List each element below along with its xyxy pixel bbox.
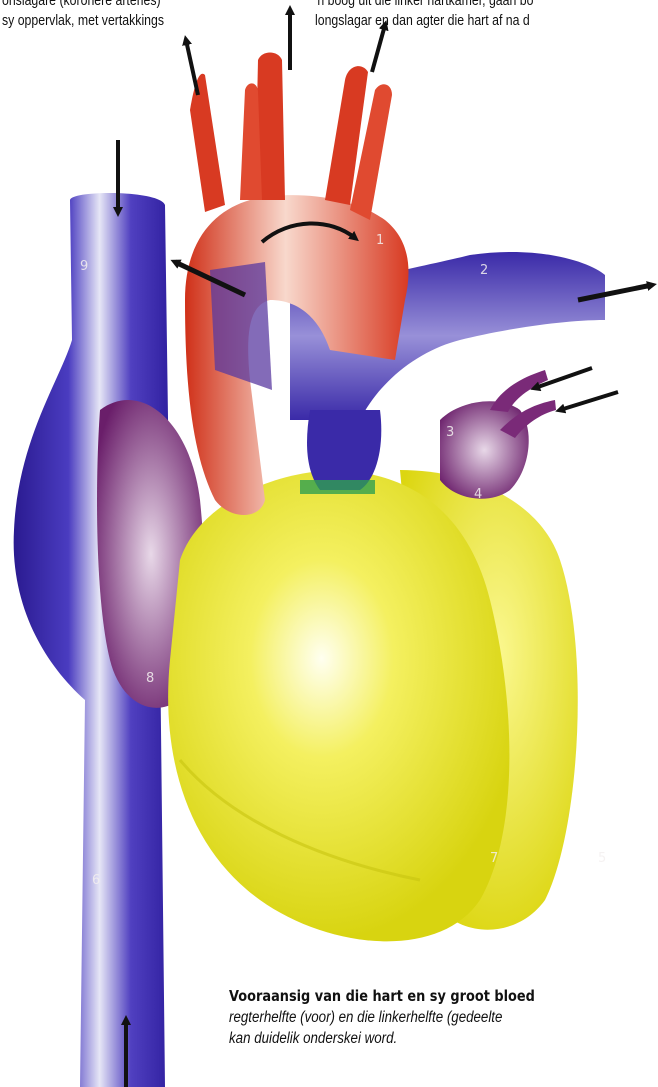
label-7: 7: [490, 851, 498, 866]
pulmonary-trunk-base: [307, 410, 381, 490]
figure-caption: Vooraansig van die hart en sy groot bloe…: [229, 986, 658, 1049]
arrow-top-right-branch: [372, 25, 385, 72]
valve-band: [300, 480, 375, 494]
caption-title: Vooraansig van die hart en sy groot bloe…: [229, 986, 658, 1007]
arrow-pulmonary-vein-2: [560, 392, 618, 410]
label-9: 9: [80, 259, 88, 274]
label-4: 4: [474, 487, 482, 502]
label-1: 1: [376, 233, 384, 248]
label-3: 3: [446, 425, 454, 440]
right-ventricle: [168, 470, 509, 941]
label-2: 2: [480, 263, 488, 278]
left-atrium: [440, 401, 529, 498]
arrow-top-left-branch: [186, 40, 198, 95]
caption-line-3: kan duidelik onderskei word.: [229, 1028, 658, 1049]
label-6: 6: [92, 873, 100, 888]
label-5: 5: [598, 851, 606, 866]
label-8: 8: [146, 671, 154, 686]
caption-line-2: regterhelfte (voor) en die linkerhelfte …: [229, 1007, 658, 1028]
